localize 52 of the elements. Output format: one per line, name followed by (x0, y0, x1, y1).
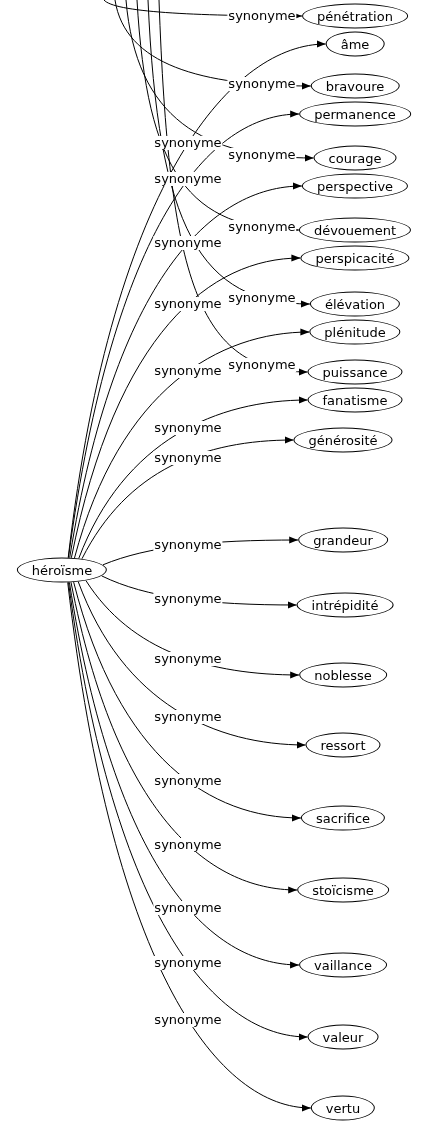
edge-label: synonyme (153, 955, 223, 970)
word-ellipse: grandeur (298, 527, 388, 553)
word-ellipse: dévouement (298, 217, 412, 243)
word-ellipse: permanence (299, 101, 411, 127)
word-ellipse: élévation (309, 291, 401, 317)
word-ellipse: courage (313, 145, 397, 171)
edge-label: synonyme (153, 451, 223, 466)
edge-label: synonyme (153, 773, 223, 788)
edge-label: synonyme (153, 1012, 223, 1027)
word-ellipse: plénitude (309, 319, 401, 345)
arrow (70, 255, 301, 559)
edge-label: synonyme (153, 420, 223, 435)
arrow (74, 328, 310, 559)
edge-label: synonyme (227, 147, 297, 162)
edge-label: synonyme (153, 651, 223, 666)
arrow (73, 581, 302, 822)
arrow (70, 581, 298, 893)
edge-label: synonyme (227, 357, 297, 372)
word-ellipse: valeur (307, 1024, 379, 1050)
arrow (77, 581, 306, 749)
word-ellipse: perspective (301, 173, 409, 199)
edge-label: synonyme (153, 296, 223, 311)
edge-label: synonyme (153, 592, 223, 607)
word-ellipse: fanatisme (307, 387, 403, 413)
arrow (78, 396, 309, 559)
edge-label: synonyme (153, 901, 223, 916)
edge-label: synonyme (153, 837, 223, 852)
edge-label: synonyme (153, 236, 223, 251)
word-ellipse: perspicacité (300, 245, 410, 271)
word-ellipse: vertu (310, 1095, 376, 1121)
edge-label: synonyme (153, 172, 223, 187)
edge-label: synonyme (153, 709, 223, 724)
edge-label: synonyme (153, 364, 223, 379)
edge-label: synonyme (153, 136, 223, 151)
word-ellipse: stoïcisme (297, 877, 389, 903)
edge-label: synonyme (227, 220, 297, 235)
word-ellipse: ressort (305, 732, 381, 758)
arrow (67, 111, 300, 559)
edge-label: synonyme (227, 77, 297, 92)
word-ellipse: noblesse (299, 662, 387, 688)
word-ellipse: puissance (307, 359, 403, 385)
word-ellipse: âme (325, 31, 385, 57)
word-ellipse: intrépidité (296, 592, 394, 618)
arrow (68, 581, 300, 968)
arrow (69, 183, 303, 559)
word-ellipse: bravoure (310, 73, 400, 99)
word-ellipse: générosité (293, 427, 393, 453)
edge-label: synonyme (227, 290, 297, 305)
word-ellipse: sacrifice (300, 805, 386, 831)
word-ellipse: pénétration (302, 3, 408, 29)
word-ellipse: vaillance (299, 952, 387, 978)
word-ellipse: héroïsme (16, 557, 108, 583)
